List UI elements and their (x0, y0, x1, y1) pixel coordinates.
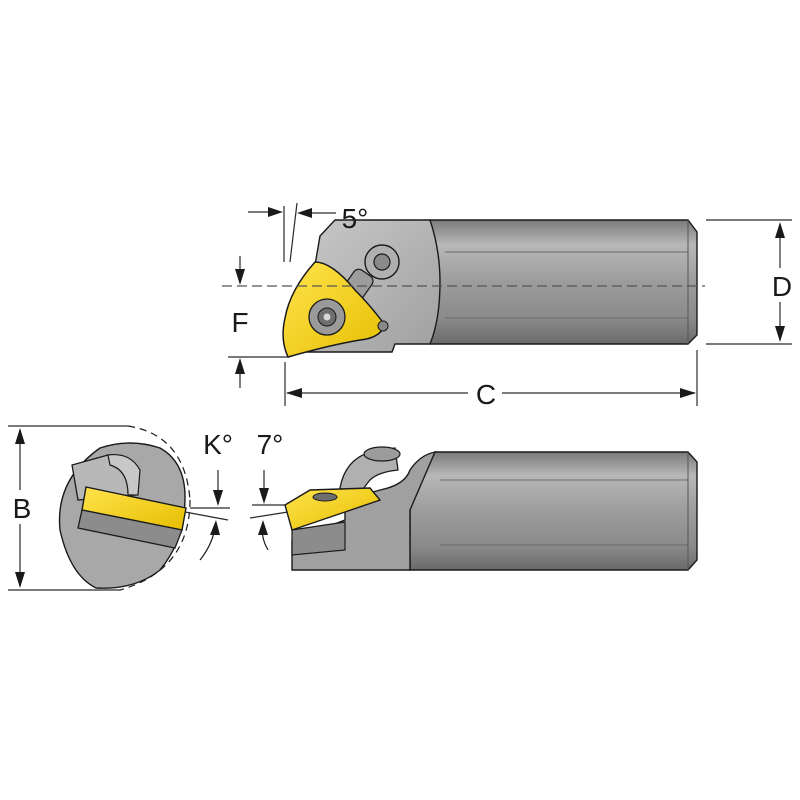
end-view-clamp (107, 453, 141, 496)
side-shim (291, 521, 346, 556)
dimension-c: C (284, 350, 698, 410)
end-view (58, 425, 191, 591)
label-angle-7: 7° (257, 429, 284, 460)
label-c: C (476, 379, 496, 410)
top-view (222, 219, 705, 358)
dimension-f: F (228, 256, 290, 388)
side-view (284, 446, 698, 571)
label-b: B (13, 493, 32, 524)
end-view-shim (77, 509, 183, 549)
top-shank (429, 219, 698, 345)
insert-screw-center (323, 313, 331, 321)
side-insert-screw (312, 492, 338, 502)
end-view-circle (127, 425, 191, 501)
seat-screw (377, 320, 389, 332)
side-clamp-screw (363, 446, 401, 462)
label-d: D (772, 271, 792, 302)
side-shank (409, 451, 698, 571)
label-angle-5: 5° (342, 203, 369, 234)
angle-7-annotation: 7° (249, 429, 290, 551)
side-insert (284, 487, 382, 531)
dimension-b: B (6, 425, 128, 591)
dimension-d: D (706, 219, 796, 345)
clamp-screw-head (373, 253, 391, 271)
label-f: F (231, 307, 248, 338)
angle-5-annotation: 5° (248, 202, 369, 263)
angle-k-annotation: K° (184, 429, 233, 561)
label-angle-k: K° (203, 429, 233, 460)
end-view-circle-lower (119, 499, 191, 591)
